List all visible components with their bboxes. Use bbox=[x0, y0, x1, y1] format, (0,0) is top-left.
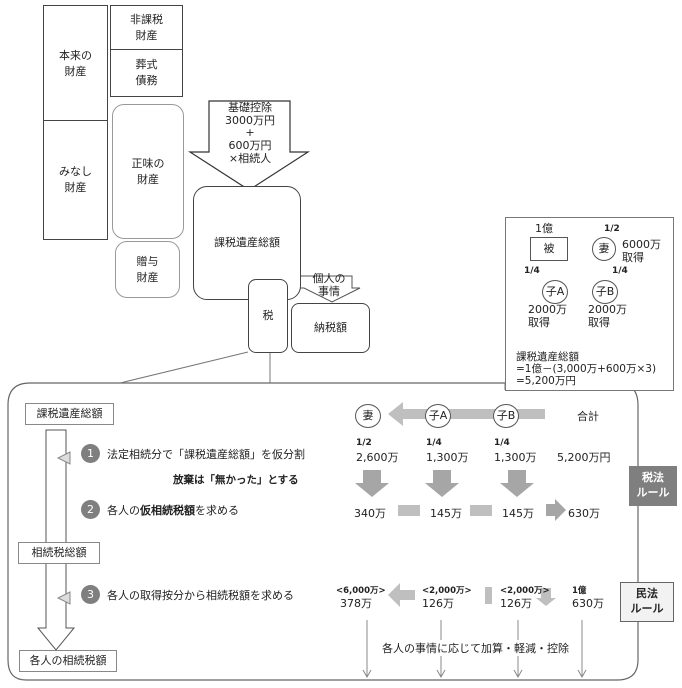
spouse-node: 妻 bbox=[592, 237, 616, 261]
final-tax-total: 630万 bbox=[572, 597, 604, 610]
share-spouse: 2,600万 bbox=[356, 451, 399, 464]
flow-container bbox=[7, 382, 639, 681]
tax-box: 税 bbox=[248, 279, 288, 353]
provisional-tax-total: 630万 bbox=[568, 507, 600, 520]
taxable-estate-total-box: 課税遺産総額 bbox=[193, 186, 301, 300]
net-assets-box: 正味の 財産 bbox=[112, 104, 184, 239]
tax-payment-box: 納税額 bbox=[291, 303, 370, 353]
provisional-tax-spouse: 340万 bbox=[354, 507, 386, 520]
gift-assets-box: 贈与 財産 bbox=[115, 241, 180, 298]
tax-law-rule-tag: 税法 ルール bbox=[629, 466, 677, 506]
share-child-a: 1,300万 bbox=[426, 451, 469, 464]
child-a-acquired: 2000万 取得 bbox=[528, 303, 567, 329]
non-taxable-assets-box: 非課税 財産 bbox=[110, 5, 183, 51]
final-tax-child-b: 126万 bbox=[500, 597, 532, 610]
provisional-tax-child-b: 145万 bbox=[502, 507, 534, 520]
acquired-total: 1億 bbox=[572, 586, 587, 596]
step-3-text: 各人の取得按分から相続税額を求める bbox=[107, 589, 294, 602]
acquired-spouse: <6,000万> bbox=[336, 586, 386, 596]
header-spouse: 妻 bbox=[355, 404, 381, 428]
step-1-text: 法定相続分で「課税遺産総額」を仮分割 bbox=[107, 448, 305, 461]
child-a-fraction: 1/4 bbox=[524, 266, 540, 276]
taxable-estate-label: 課税遺産総額 bbox=[25, 403, 114, 425]
estate-amount: 1億 bbox=[535, 222, 553, 235]
basic-deduction-arrow bbox=[187, 100, 311, 191]
adjustment-note: 各人の事情に応じて加算・軽減・控除 bbox=[380, 640, 571, 656]
fraction-child-a: 1/4 bbox=[426, 438, 442, 448]
funeral-debt-box: 葬式 債務 bbox=[110, 49, 183, 97]
step-1-badge: 1 bbox=[81, 444, 100, 463]
header-total: 合計 bbox=[577, 410, 599, 423]
spouse-acquired: 6000万 取得 bbox=[622, 238, 661, 264]
total-inheritance-tax-label: 相続税総額 bbox=[18, 542, 100, 564]
fraction-spouse: 1/2 bbox=[356, 438, 372, 448]
original-assets-box: 本来の 財産 bbox=[43, 5, 108, 122]
deceased-box: 被 bbox=[530, 237, 568, 261]
connector-tax-to-flow bbox=[119, 351, 249, 384]
child-b-node: 子B bbox=[592, 280, 618, 304]
step-2-badge: 2 bbox=[81, 500, 100, 519]
final-tax-child-a: 126万 bbox=[422, 597, 454, 610]
acquired-child-a: <2,000万> bbox=[422, 586, 472, 596]
step-1-note: 放棄は「無かった」とする bbox=[173, 474, 299, 486]
child-b-acquired: 2000万 取得 bbox=[588, 303, 627, 329]
acquired-child-b: <2,000万> bbox=[500, 586, 550, 596]
individual-inheritance-tax-label: 各人の相続税額 bbox=[19, 650, 117, 672]
provisional-tax-child-a: 145万 bbox=[430, 507, 462, 520]
header-child-b: 子B bbox=[493, 404, 519, 428]
share-total: 5,200万円 bbox=[557, 451, 611, 464]
step-2-text: 各人の仮相続税額を求める bbox=[107, 504, 239, 517]
fraction-child-b: 1/4 bbox=[494, 438, 510, 448]
taxable-estate-calculation: 課税遺産総額 =1億－(3,000万+600万×3) =5,200万円 bbox=[516, 351, 657, 388]
deemed-assets-box: みなし 財産 bbox=[43, 120, 108, 240]
share-child-b: 1,300万 bbox=[494, 451, 537, 464]
spouse-fraction: 1/2 bbox=[604, 224, 620, 234]
final-tax-spouse: 378万 bbox=[340, 597, 372, 610]
child-a-node: 子A bbox=[542, 280, 568, 304]
personal-circumstance-label: 個人の 事情 bbox=[312, 272, 346, 299]
child-b-fraction: 1/4 bbox=[612, 266, 628, 276]
header-child-a: 子A bbox=[425, 404, 451, 428]
basic-deduction-label: 基礎控除 3000万円 + 600万円 ×相続人 bbox=[225, 101, 275, 165]
civil-law-rule-tag: 民法 ルール bbox=[620, 582, 674, 622]
step-3-badge: 3 bbox=[81, 585, 100, 604]
header-flow-arrow bbox=[388, 402, 545, 426]
